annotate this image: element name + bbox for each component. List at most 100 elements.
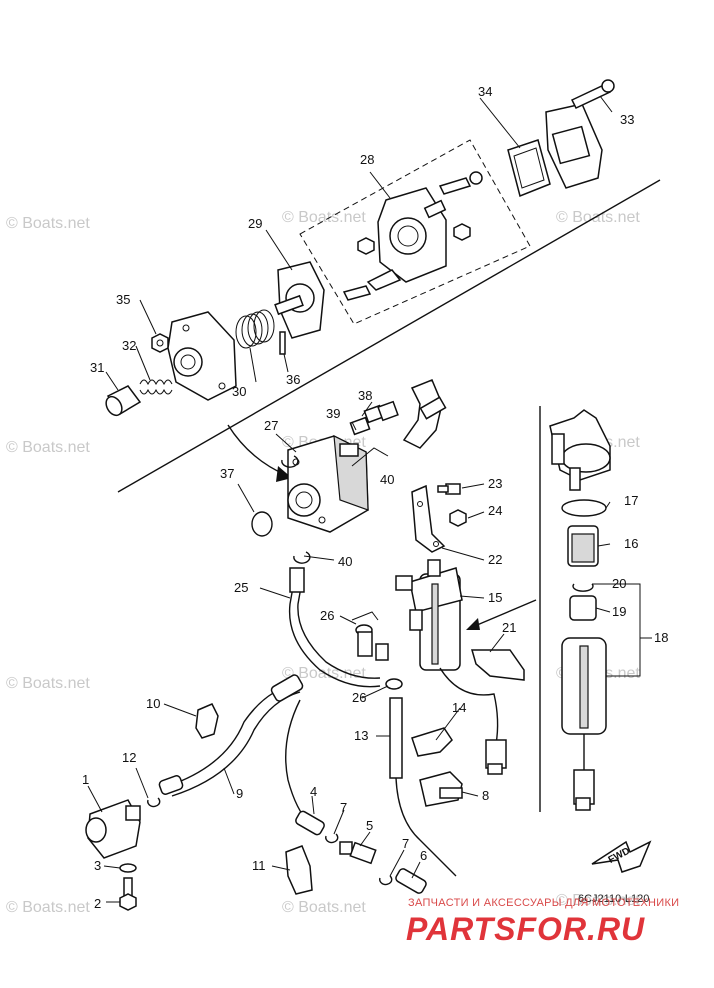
- callout-21: 21: [502, 620, 516, 635]
- hose-end: [270, 674, 304, 702]
- callout-32: 32: [122, 338, 136, 353]
- part-12-clip: [147, 797, 161, 808]
- callout-15: 15: [488, 590, 502, 605]
- part-25-hose: [288, 569, 381, 688]
- callout-7: 7: [340, 800, 347, 815]
- part-34-gasket: [507, 139, 551, 198]
- part-36-pin: [279, 331, 286, 355]
- part-16-filter-element: [567, 525, 599, 567]
- part-35-nut: [151, 333, 169, 353]
- callout-26: 26: [320, 608, 334, 623]
- callout-6: 6: [420, 848, 427, 863]
- part-22-bracket: [411, 484, 446, 553]
- part-17-o-ring: [561, 499, 607, 517]
- callout-40: 40: [380, 472, 394, 487]
- part-19-fitting: [569, 595, 597, 621]
- callout-bracket-18: [606, 583, 641, 677]
- callout-labels: 1 2 3 4 5 6 7 7 8 9 10 11 12 13 14 15 16…: [82, 84, 668, 911]
- callout-35: 35: [116, 292, 130, 307]
- callout-9: 9: [236, 786, 243, 801]
- callout-26: 26: [352, 690, 366, 705]
- part-3-washer: [119, 863, 137, 873]
- leader-lines: [87, 95, 652, 903]
- callout-5: 5: [366, 818, 373, 833]
- part-7-clip: [379, 875, 393, 886]
- watermark-text: © Boats.net: [6, 899, 90, 916]
- part-38-39-fittings: [349, 400, 399, 436]
- sensor-connector: [485, 739, 507, 775]
- watermark-text: © Boats.net: [6, 675, 90, 692]
- watermark-text: © Boats.net: [282, 665, 366, 682]
- watermark-text: © Boats.net: [282, 209, 366, 226]
- callout-30: 30: [232, 384, 246, 399]
- engine-block-section-line: [117, 179, 661, 493]
- callout-4: 4: [310, 784, 317, 799]
- hose-end: [289, 567, 305, 593]
- part-40-clip: [293, 551, 311, 564]
- callout-40: 40: [338, 554, 352, 569]
- hose-elbow: [402, 379, 447, 449]
- part-20-clip: [572, 583, 594, 592]
- fwd-direction-icon: [591, 840, 652, 873]
- callout-16: 16: [624, 536, 638, 551]
- part-25-hose: [297, 569, 381, 679]
- callout-24: 24: [488, 503, 502, 518]
- watermark-text: © Boats.net: [556, 209, 640, 226]
- callout-22: 22: [488, 552, 502, 567]
- callout-23: 23: [488, 476, 502, 491]
- part-8-clamp: [419, 771, 463, 807]
- callout-28: 28: [360, 152, 374, 167]
- callout-33: 33: [620, 112, 634, 127]
- callout-12: 12: [122, 750, 136, 765]
- part-28-pump-body: [342, 171, 483, 301]
- sensor-wire: [439, 667, 499, 745]
- part-23-bolt: [437, 483, 461, 495]
- pump-cover: [167, 311, 237, 401]
- part-31-plunger: [105, 385, 142, 417]
- callout-18: 18: [654, 630, 668, 645]
- callout-31: 31: [90, 360, 104, 375]
- part-7-clip: [325, 833, 339, 844]
- watermark-text: © Boats.net: [556, 892, 640, 909]
- part-27-fuel-pump: [287, 434, 369, 533]
- part-6-hose-end: [395, 868, 427, 894]
- brand-subtitle: ЗАПЧАСТИ И АКСЕССУАРЫ ДЛЯ МОТОТЕХНИКИ: [408, 897, 679, 909]
- diagram-code: 6CJ2110-L120: [578, 893, 649, 905]
- part-24-nut: [449, 509, 467, 527]
- part-4-hose-end: [295, 810, 325, 836]
- part-1-joint: [85, 799, 141, 859]
- part-10-clip: [195, 703, 219, 739]
- detail-arrow: [469, 599, 537, 629]
- callout-36: 36: [286, 372, 300, 387]
- hose-end: [158, 775, 184, 795]
- part-40-clip: [281, 455, 299, 468]
- part-5-fitting: [339, 841, 377, 865]
- part-26-clip: [385, 678, 403, 690]
- part-11-clip: [285, 845, 313, 895]
- callout-10: 10: [146, 696, 160, 711]
- watermark-text: © Boats.net: [6, 439, 90, 456]
- part-28-group-outline: [299, 139, 531, 325]
- callout-34: 34: [478, 84, 492, 99]
- part-37-o-ring: [251, 511, 273, 537]
- part-14-clamp: [411, 727, 453, 757]
- callout-3: 3: [94, 858, 101, 873]
- arrowhead: [466, 618, 480, 630]
- callout-27: 27: [264, 418, 278, 433]
- part-18-filter-cup-assembly: [549, 409, 611, 491]
- callout-13: 13: [354, 728, 368, 743]
- callout-29: 29: [248, 216, 262, 231]
- callout-20: 20: [612, 576, 626, 591]
- part-29-diaphragm: [274, 261, 325, 339]
- callout-8: 8: [482, 788, 489, 803]
- part-32-spring: [139, 379, 173, 395]
- part-9-hose: [171, 691, 301, 797]
- part-2-bolt: [119, 877, 137, 911]
- watermark-text: © Boats.net: [282, 899, 366, 916]
- callout-39: 39: [326, 406, 340, 421]
- part-18-filter-cup: [561, 637, 607, 811]
- part-13-tube: [389, 697, 457, 877]
- callout-7: 7: [402, 836, 409, 851]
